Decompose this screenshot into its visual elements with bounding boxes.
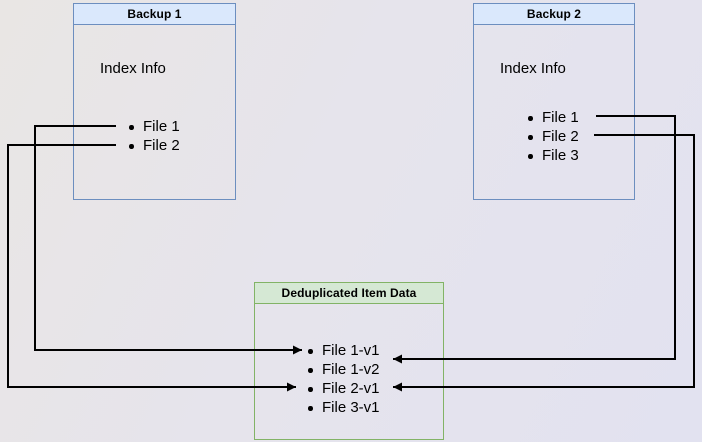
backup2-file-item: File 2: [528, 127, 579, 146]
deduplicated-item-data-box: Deduplicated Item Data File 1-v1 File 1-…: [254, 282, 444, 440]
backup1-box: Backup 1 Index Info File 1 File 2: [73, 3, 236, 200]
dedup-file-item: File 2-v1: [308, 379, 380, 398]
dedup-file-list: File 1-v1 File 1-v2 File 2-v1 File 3-v1: [308, 341, 380, 417]
backup2-file-list: File 1 File 2 File 3: [528, 108, 579, 165]
backup1-file-list: File 1 File 2: [129, 117, 180, 155]
backup2-file-item: File 3: [528, 146, 579, 165]
dedup-file-item: File 1-v2: [308, 360, 380, 379]
backup2-title: Backup 2: [474, 4, 634, 25]
dedup-file-item: File 3-v1: [308, 398, 380, 417]
backup1-file-item: File 1: [129, 117, 180, 136]
backup2-index-info-label: Index Info: [500, 60, 566, 77]
backup2-box: Backup 2 Index Info File 1 File 2 File 3: [473, 3, 635, 200]
backup1-title: Backup 1: [74, 4, 235, 25]
dedup-file-item: File 1-v1: [308, 341, 380, 360]
backup1-index-info-label: Index Info: [100, 60, 166, 77]
backup2-file-item: File 1: [528, 108, 579, 127]
dedup-title: Deduplicated Item Data: [255, 283, 443, 304]
backup1-file-item: File 2: [129, 136, 180, 155]
